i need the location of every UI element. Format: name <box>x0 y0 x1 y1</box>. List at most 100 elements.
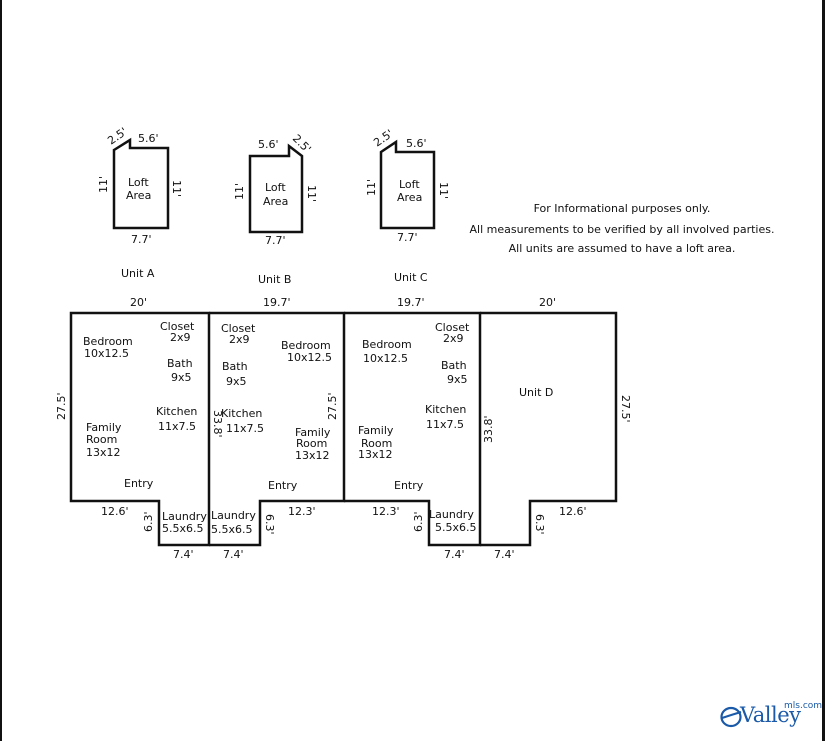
loft-a-left: 11' <box>97 176 110 193</box>
unit-b-bedroom-size: 10x12.5 <box>287 351 332 364</box>
unit-a-closet-size: 2x9 <box>170 331 191 344</box>
unit-b-kitchen-size: 11x7.5 <box>226 422 264 435</box>
loft-b-outline <box>248 143 304 234</box>
loft-c-top: 5.6' <box>406 137 427 150</box>
unit-c-bath: Bath <box>441 359 467 372</box>
left-border <box>0 0 2 741</box>
unit-c-family: Family <box>358 424 394 437</box>
loft-b-label1: Loft <box>265 181 286 194</box>
unit-a-kitchen-size: 11x7.5 <box>158 420 196 433</box>
unit-b-closet: Closet <box>221 322 256 335</box>
unit-b-outline <box>209 311 346 547</box>
unit-c-step: 6.3' <box>412 511 425 532</box>
unit-d-title: Unit D <box>519 386 553 399</box>
unit-b-front: 12.3' <box>288 505 316 518</box>
unit-b-depth: 27.5' <box>326 392 339 420</box>
loft-a-top: 5.6' <box>138 132 159 145</box>
unit-c-laundry-width: 7.4' <box>444 548 465 561</box>
loft-c-bottom: 7.7' <box>397 231 418 244</box>
unit-c-kitchen-size: 11x7.5 <box>426 418 464 431</box>
loft-a-label2: Area <box>126 189 151 202</box>
valley-logo-icon <box>720 706 742 728</box>
loft-b-diag: 2.5' <box>290 132 314 156</box>
unit-c-bath-size: 9x5 <box>447 373 468 386</box>
note-informational: For Informational purposes only. <box>533 202 711 215</box>
unit-c-title: Unit C <box>394 271 428 284</box>
loft-a-right: 11' <box>170 180 183 197</box>
unit-b-bath-size: 9x5 <box>226 375 247 388</box>
unit-b-room: Room <box>296 437 327 450</box>
unit-a-bedroom: Bedroom <box>83 335 133 348</box>
unit-a-laundry-width: 7.4' <box>173 548 194 561</box>
loft-b-right: 11' <box>305 185 318 202</box>
unit-a-bedroom-size: 10x12.5 <box>84 347 129 360</box>
unit-a-laundry-size: 5.5x6.5 <box>162 522 204 535</box>
unit-b-width: 19.7' <box>263 296 291 309</box>
unit-d-step: 6.3' <box>533 514 546 535</box>
unit-c-closet-size: 2x9 <box>443 332 464 345</box>
unit-b-title: Unit B <box>258 273 291 286</box>
unit-c-laundry-size: 5.5x6.5 <box>435 521 477 534</box>
unit-b-entry: Entry <box>268 479 298 492</box>
note-loft: All units are assumed to have a loft are… <box>508 242 736 255</box>
unit-c-laundry: Laundry <box>429 508 474 521</box>
unit-a-width: 20' <box>130 296 147 309</box>
unit-c-width: 19.7' <box>397 296 425 309</box>
unit-a-title: Unit A <box>121 267 155 280</box>
loft-c-right: 11' <box>437 182 450 199</box>
logo-text: Valley <box>740 703 801 727</box>
unit-a-room: Room <box>86 433 117 446</box>
unit-a-step: 6.3' <box>142 511 155 532</box>
unit-c-kitchen: Kitchen <box>425 403 466 416</box>
unit-c-bedroom-size: 10x12.5 <box>363 352 408 365</box>
unit-c-room: Room <box>361 437 392 450</box>
loft-b-label2: Area <box>263 195 288 208</box>
unit-d-laundry-width: 7.4' <box>494 548 515 561</box>
unit-b-closet-size: 2x9 <box>229 333 250 346</box>
unit-a-bath: Bath <box>167 357 193 370</box>
unit-a-kitchen: Kitchen <box>156 405 197 418</box>
unit-a-entry: Entry <box>124 477 154 490</box>
unit-a-bath-size: 9x5 <box>171 371 192 384</box>
unit-b-laundry: Laundry <box>211 509 256 522</box>
loft-c-outline <box>379 139 436 230</box>
loft-a-diag: 2.5' <box>105 125 129 147</box>
unit-d-width: 20' <box>539 296 556 309</box>
unit-b-side: 33.8' <box>211 410 224 438</box>
valley-mls-logo: Valley mls.com <box>720 700 822 732</box>
loft-b-bottom: 7.7' <box>265 234 286 247</box>
unit-c-outline <box>344 311 482 547</box>
note-measurements: All measurements to be verified by all i… <box>469 223 775 236</box>
unit-b-bedroom: Bedroom <box>281 339 331 352</box>
loft-c-left: 11' <box>365 179 378 196</box>
unit-c-closet: Closet <box>435 321 470 334</box>
unit-d-depth: 27.5' <box>619 395 632 423</box>
unit-a-closet: Closet <box>160 320 195 333</box>
unit-c-bedroom: Bedroom <box>362 338 412 351</box>
loft-b-top: 5.6' <box>258 138 279 151</box>
unit-a-family-size: 13x12 <box>86 446 121 459</box>
loft-b-left: 11' <box>233 183 246 200</box>
right-border <box>822 0 825 741</box>
loft-a-label1: Loft <box>128 176 149 189</box>
unit-b-laundry-size: 5.5x6.5 <box>211 523 253 536</box>
unit-c-family-size: 13x12 <box>358 448 393 461</box>
loft-a-bottom: 7.7' <box>131 233 152 246</box>
unit-b-step: 6.3' <box>263 514 276 535</box>
unit-c-front: 12.3' <box>372 505 400 518</box>
unit-b-bath: Bath <box>222 360 248 373</box>
unit-b-family-size: 13x12 <box>295 449 330 462</box>
unit-a-front: 12.6' <box>101 505 129 518</box>
unit-a-family: Family <box>86 421 122 434</box>
loft-c-label2: Area <box>397 191 422 204</box>
logo-sup: mls.com <box>784 701 823 711</box>
loft-a-outline <box>112 137 170 230</box>
unit-a-laundry: Laundry <box>162 510 207 523</box>
unit-a-depth: 27.5' <box>55 392 68 420</box>
unit-b-family: Family <box>295 426 331 439</box>
unit-b-kitchen: Kitchen <box>221 407 262 420</box>
loft-c-label1: Loft <box>399 178 420 191</box>
unit-b-laundry-width: 7.4' <box>223 548 244 561</box>
unit-d-outline <box>480 311 618 547</box>
